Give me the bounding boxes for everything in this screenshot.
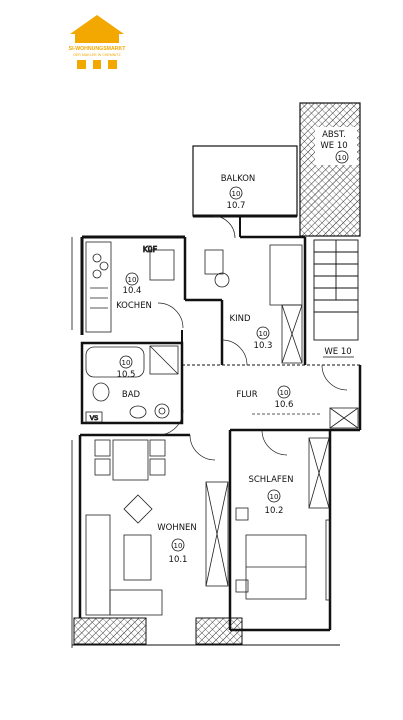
abst-label-line2: WE 10 (320, 141, 347, 151)
vs-label: VS (90, 414, 99, 422)
room-label-schlafen: SCHLAFEN 10 10.2 (248, 475, 293, 516)
bad-name: BAD (122, 390, 141, 400)
room-label-balkon: BALKON 10 10.7 (221, 174, 256, 211)
doors (157, 215, 348, 461)
kind-badge: 10 (259, 330, 268, 338)
room-label-kind: KIND 10 10.3 (230, 314, 273, 351)
flur-name: FLUR (236, 390, 257, 400)
kochen-badge: 10 (128, 276, 137, 284)
we-label: WE 10 (324, 347, 351, 357)
balkon-badge: 10 (232, 190, 241, 198)
flur-number: 10.6 (275, 400, 294, 410)
schlafen-name: SCHLAFEN (248, 475, 293, 485)
wohnen-name: WOHNEN (157, 523, 197, 533)
furniture: KüF VS (85, 241, 359, 616)
bad-badge: 10 (122, 359, 131, 367)
room-label-kochen: 10 10.4 KOCHEN (116, 272, 152, 311)
abst-label-line1: ABST. (322, 130, 346, 140)
logo-tagline: DER MAKLER IN CHEMNITZ (73, 53, 121, 57)
company-logo: SI-WOHNUNGSMARKT DER MAKLER IN CHEMNITZ (69, 15, 127, 69)
bad-number: 10.5 (117, 370, 136, 380)
flur-badge: 10 (280, 389, 289, 397)
fridge-label: KüF (143, 245, 158, 254)
room-label-bad: 10 10.5 BAD (117, 355, 141, 400)
schlafen-number: 10.2 (265, 506, 284, 516)
kind-number: 10.3 (254, 341, 273, 351)
abst-badge: 10 (338, 154, 347, 162)
kochen-name: KOCHEN (116, 301, 152, 311)
schlafen-badge: 10 (270, 493, 279, 501)
window-strips (72, 617, 340, 646)
balkon-number: 10.7 (227, 201, 246, 211)
kochen-number: 10.4 (123, 286, 142, 296)
balkon-name: BALKON (221, 174, 256, 184)
stairwell-area: ABST. WE 10 10 WE 10 (299, 102, 361, 358)
wohnen-number: 10.1 (169, 555, 188, 565)
room-label-wohnen: WOHNEN 10 10.1 (157, 523, 197, 565)
room-label-flur: FLUR 10 10.6 (236, 385, 294, 410)
logo-name: SI-WOHNUNGSMARKT (69, 46, 127, 52)
kind-name: KIND (230, 314, 251, 324)
wohnen-badge: 10 (174, 542, 183, 550)
